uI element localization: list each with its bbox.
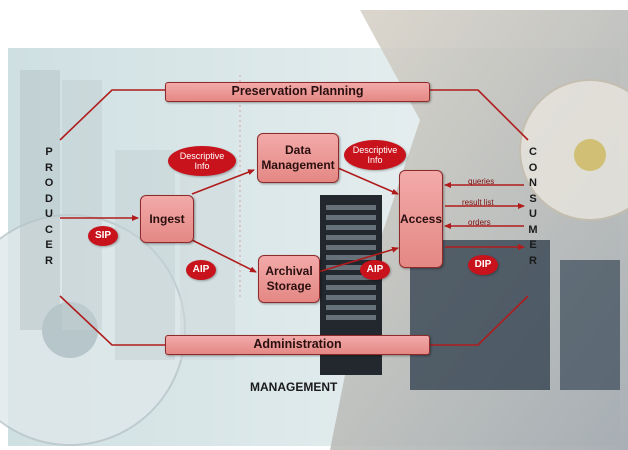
consumer-label: CONSUMER xyxy=(528,146,538,267)
administration-label: Administration xyxy=(253,337,342,352)
ingest-label: Ingest xyxy=(149,211,185,226)
access-box: Access xyxy=(399,170,443,268)
aip-ingest-label: AIP xyxy=(192,264,210,276)
archival-storage-box: Archival Storage xyxy=(258,255,320,303)
archival-storage-label: Archival Storage xyxy=(265,264,313,293)
aip-ingest-pill: AIP xyxy=(186,260,216,280)
descriptive-info-left-label: Descriptive Info xyxy=(179,150,225,171)
preservation-planning-label: Preservation Planning xyxy=(231,84,364,99)
descriptive-info-right-pill: Descriptive Info xyxy=(344,140,406,170)
administration-box: Administration xyxy=(165,335,430,355)
sip-pill: SIP xyxy=(88,226,118,246)
dip-pill: DIP xyxy=(468,255,498,275)
queries-label: queries xyxy=(468,177,495,186)
data-management-label: Data Management xyxy=(261,143,335,172)
result-list-label: result list xyxy=(462,198,494,207)
management-label: MANAGEMENT xyxy=(250,380,338,394)
aip-access-label: AIP xyxy=(366,264,384,276)
connector-lines xyxy=(59,89,529,346)
descriptive-info-left-pill: Descriptive Info xyxy=(168,146,236,176)
orders-label: orders xyxy=(468,218,491,227)
dip-label: DIP xyxy=(474,259,492,271)
sip-label: SIP xyxy=(94,230,112,242)
background-scene xyxy=(0,10,628,450)
producer-label: PRODUCER xyxy=(44,146,54,267)
descriptive-info-right-label: Descriptive Info xyxy=(352,144,398,165)
data-management-box: Data Management xyxy=(257,133,339,183)
access-label: Access xyxy=(399,211,443,226)
preservation-planning-box: Preservation Planning xyxy=(165,82,430,102)
aip-access-pill: AIP xyxy=(360,260,390,280)
ingest-box: Ingest xyxy=(140,195,194,243)
